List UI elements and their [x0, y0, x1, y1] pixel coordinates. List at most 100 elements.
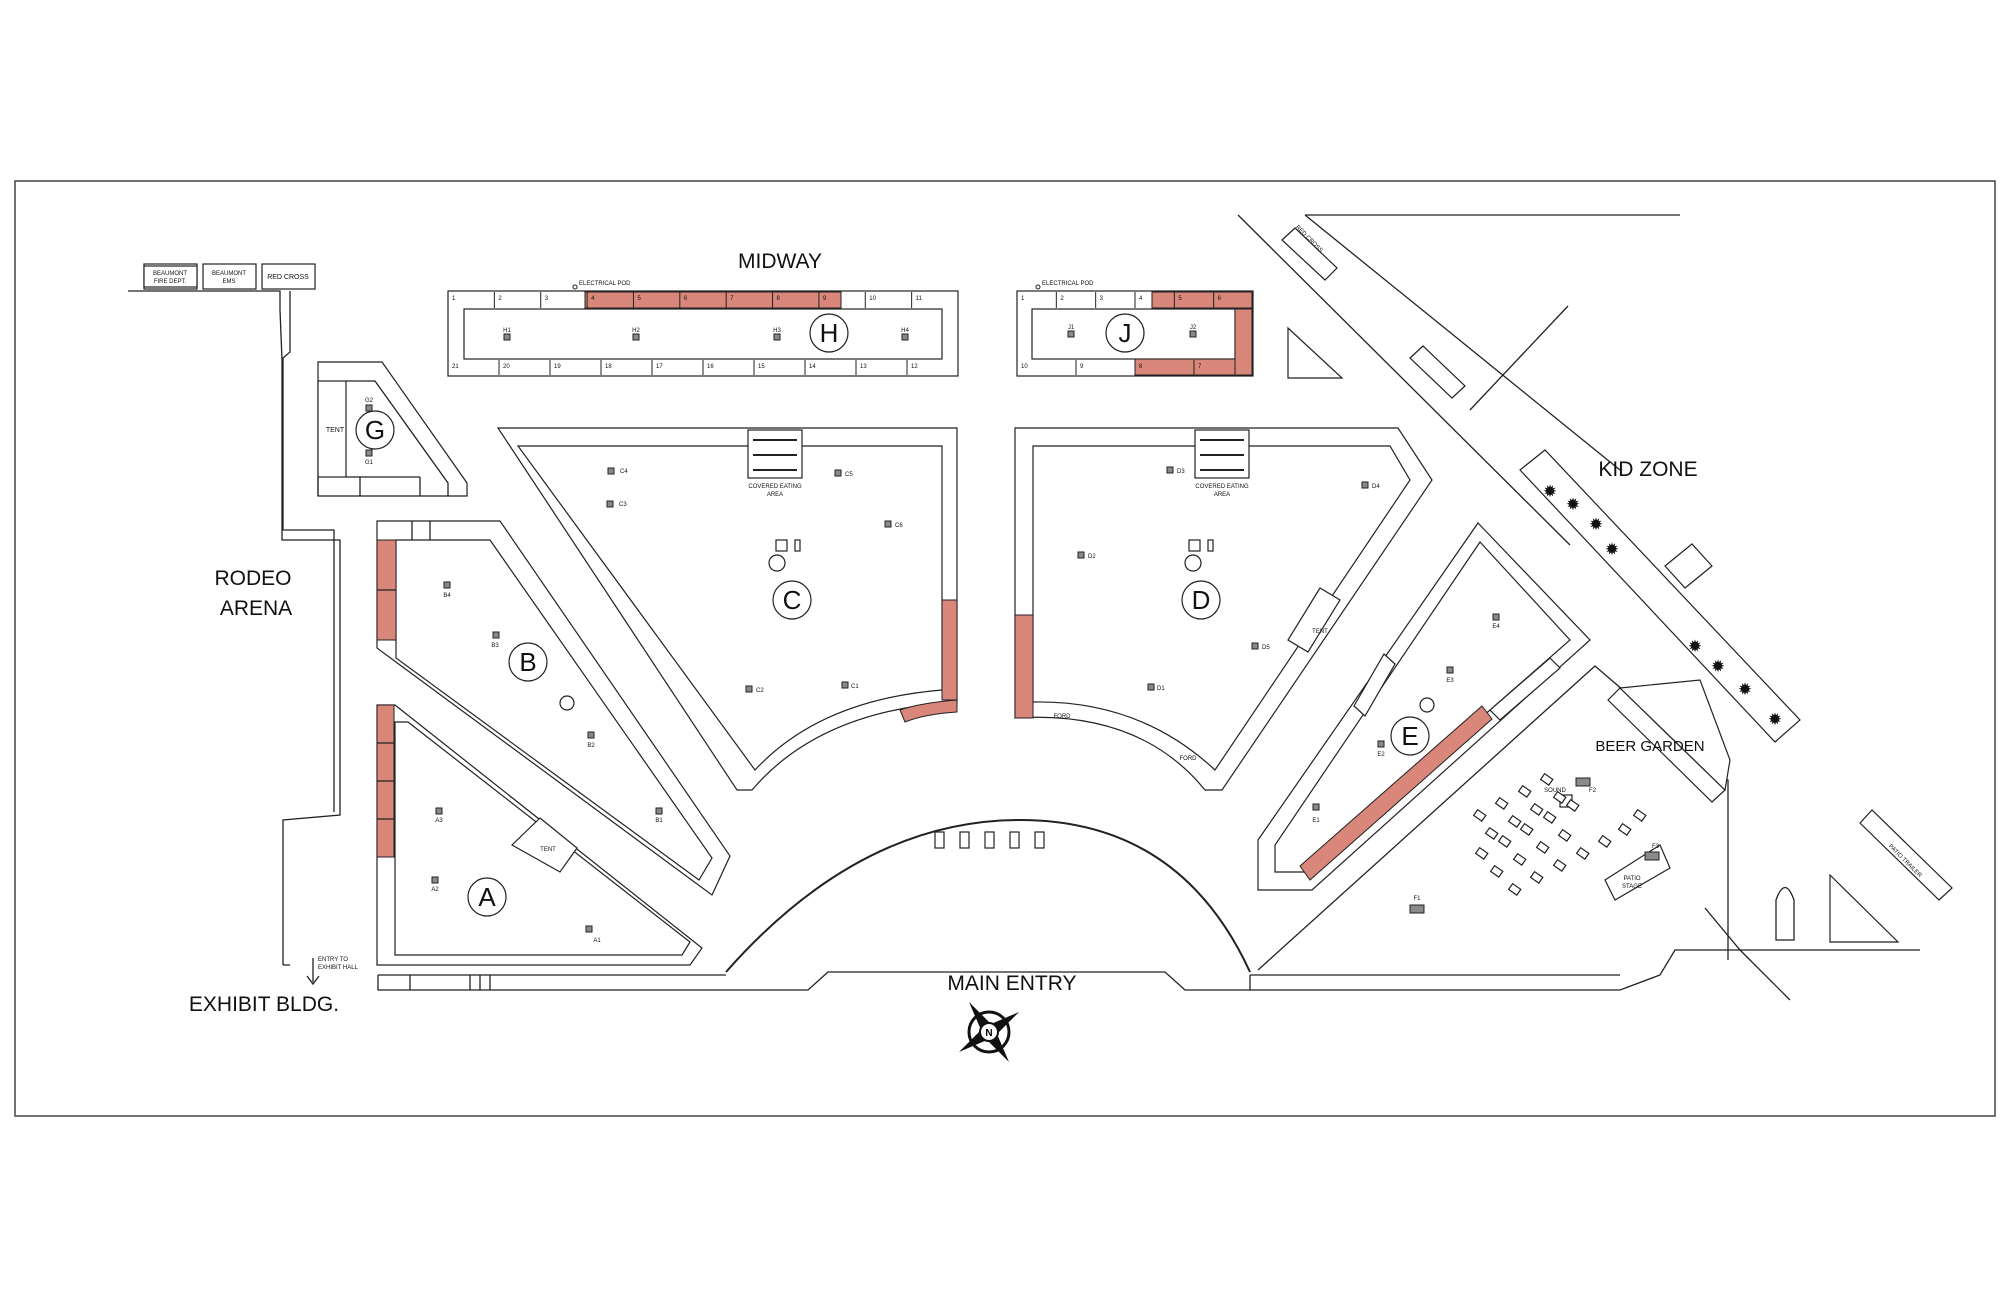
j-booth-5[interactable]: 5 [1178, 296, 1182, 302]
h-booth-10[interactable]: 10 [869, 296, 876, 302]
pod-f2: F2 [1589, 788, 1597, 794]
covered-eating-c-label-2: AREA [767, 492, 783, 498]
h-booth-16[interactable]: 16 [707, 364, 714, 370]
section-h-marker[interactable] [809, 313, 849, 353]
j-booth-10[interactable]: 10 [1021, 364, 1028, 370]
picnic-table [1542, 810, 1557, 824]
section-c-marker[interactable] [772, 580, 812, 620]
h-booth-9[interactable]: 9 [823, 296, 827, 302]
section-e-marker[interactable] [1390, 716, 1430, 756]
ride-star-icon: ✹ [1738, 680, 1752, 700]
ride-star-icon: ✹ [1688, 637, 1702, 657]
triangle-marker [1287, 326, 1344, 379]
picnic-table [1484, 826, 1499, 840]
ems-label-2: EMS [222, 279, 235, 285]
main-entry-label: MAIN ENTRY [947, 972, 1076, 995]
d-ford-label-1: FORD [1054, 714, 1072, 720]
pod-h1: H1 [503, 328, 511, 334]
picnic-table [1507, 882, 1522, 896]
ride-star-icon: ✹ [1605, 540, 1619, 560]
g-tent-label: TENT [326, 427, 345, 434]
j-booth-7[interactable]: 7 [1198, 364, 1202, 370]
ride-star-icon: ✹ [1543, 482, 1557, 502]
patio-stage-label-2: STAGE [1622, 884, 1642, 890]
pod-h2: H2 [632, 328, 640, 334]
h-booth-15[interactable]: 15 [758, 364, 765, 370]
pod-d4: D4 [1372, 484, 1380, 490]
svg-text:N: N [985, 1028, 992, 1039]
h-booth-19[interactable]: 19 [554, 364, 561, 370]
h-booth-8[interactable]: 8 [777, 296, 781, 302]
compass-icon: N [959, 1002, 1019, 1062]
kid-zone-rides: ✹✹✹✹✹✹✹✹ [1543, 482, 1782, 730]
fire-dept-label-1: BEAUMONT [153, 271, 187, 277]
beer-garden-label: BEER GARDEN [1595, 738, 1704, 755]
section-c: COVERED EATING AREA C4 C3 C5 C6 C2 C1 [496, 427, 958, 791]
pod-b1: B1 [655, 818, 663, 824]
h-booth-21[interactable]: 21 [452, 364, 459, 370]
h-booth-3[interactable]: 3 [545, 296, 549, 302]
covered-eating-d [1194, 429, 1250, 479]
j-booth-1[interactable]: 1 [1021, 296, 1025, 302]
fire-dept-label-2: FIRE DEPT. [154, 279, 187, 285]
section-b-label: B [519, 647, 536, 677]
h-booth-20[interactable]: 20 [503, 364, 510, 370]
pod-h4: H4 [901, 328, 909, 334]
section-g-marker[interactable] [355, 410, 395, 450]
pod-d1: D1 [1157, 686, 1165, 692]
covered-eating-c-label-1: COVERED EATING [748, 484, 802, 490]
section-b: B4 B3 B2 B1 [376, 520, 731, 896]
section-e-label: E [1401, 721, 1418, 751]
entry-arrow-icon [306, 958, 320, 986]
picnic-table [1512, 852, 1527, 866]
rodeo-arena-label-2: ARENA [220, 597, 292, 620]
h-booth-6[interactable]: 6 [684, 296, 688, 302]
entry-exhibit-label-2: EXHIBIT HALL [318, 965, 359, 971]
j-booth-2[interactable]: 2 [1060, 296, 1064, 302]
pod-d2: D2 [1088, 554, 1096, 560]
pod-b4: B4 [443, 593, 451, 599]
h-booth-12[interactable]: 12 [911, 364, 918, 370]
midway-label: MIDWAY [738, 250, 822, 273]
j-booth-4[interactable]: 4 [1139, 296, 1143, 302]
h-booth-1[interactable]: 1 [452, 296, 456, 302]
pod-e4: E4 [1492, 624, 1500, 630]
entry-exhibit-label-1: ENTRY TO [318, 957, 348, 963]
picnic-table [1472, 808, 1487, 822]
pod-f3: F3 [1652, 844, 1660, 850]
section-d-marker[interactable] [1181, 580, 1221, 620]
pod-j2: J2 [1190, 325, 1197, 331]
picnic-table [1519, 822, 1534, 836]
picnic-table [1539, 772, 1554, 786]
h-booth-14[interactable]: 14 [809, 364, 816, 370]
picnic-table [1535, 840, 1550, 854]
section-b-marker[interactable] [508, 642, 548, 682]
picnic-table [1474, 846, 1489, 860]
red-cross-label: RED CROSS [267, 274, 309, 281]
j-booth-9[interactable]: 9 [1080, 364, 1084, 370]
j-booth-6[interactable]: 6 [1218, 296, 1222, 302]
pod-d5: D5 [1262, 645, 1270, 651]
h-booth-4[interactable]: 4 [591, 296, 595, 302]
h-booth-2[interactable]: 2 [498, 296, 502, 302]
picnic-table [1529, 870, 1544, 884]
h-booth-5[interactable]: 5 [637, 296, 641, 302]
j-booth-3[interactable]: 3 [1100, 296, 1104, 302]
h-booth-17[interactable]: 17 [656, 364, 663, 370]
j-electrical-pod-label: ELECTRICAL POD [1042, 281, 1094, 287]
patio-stage-label-1: PATIO [1623, 876, 1640, 882]
picnic-table [1552, 858, 1567, 872]
section-a-marker[interactable] [467, 877, 507, 917]
h-booth-11[interactable]: 11 [916, 296, 923, 302]
h-booth-7[interactable]: 7 [730, 296, 734, 302]
section-j-marker[interactable] [1105, 313, 1145, 353]
h-booth-13[interactable]: 13 [860, 364, 867, 370]
j-booth-8[interactable]: 8 [1139, 364, 1143, 370]
h-booth-18[interactable]: 18 [605, 364, 612, 370]
pod-b3: B3 [491, 643, 499, 649]
pod-e1: E1 [1312, 818, 1320, 824]
picnic-table [1632, 808, 1647, 822]
section-d: FORD FORD TENT COVERED EATING AREA D3 D4… [1014, 427, 1433, 791]
